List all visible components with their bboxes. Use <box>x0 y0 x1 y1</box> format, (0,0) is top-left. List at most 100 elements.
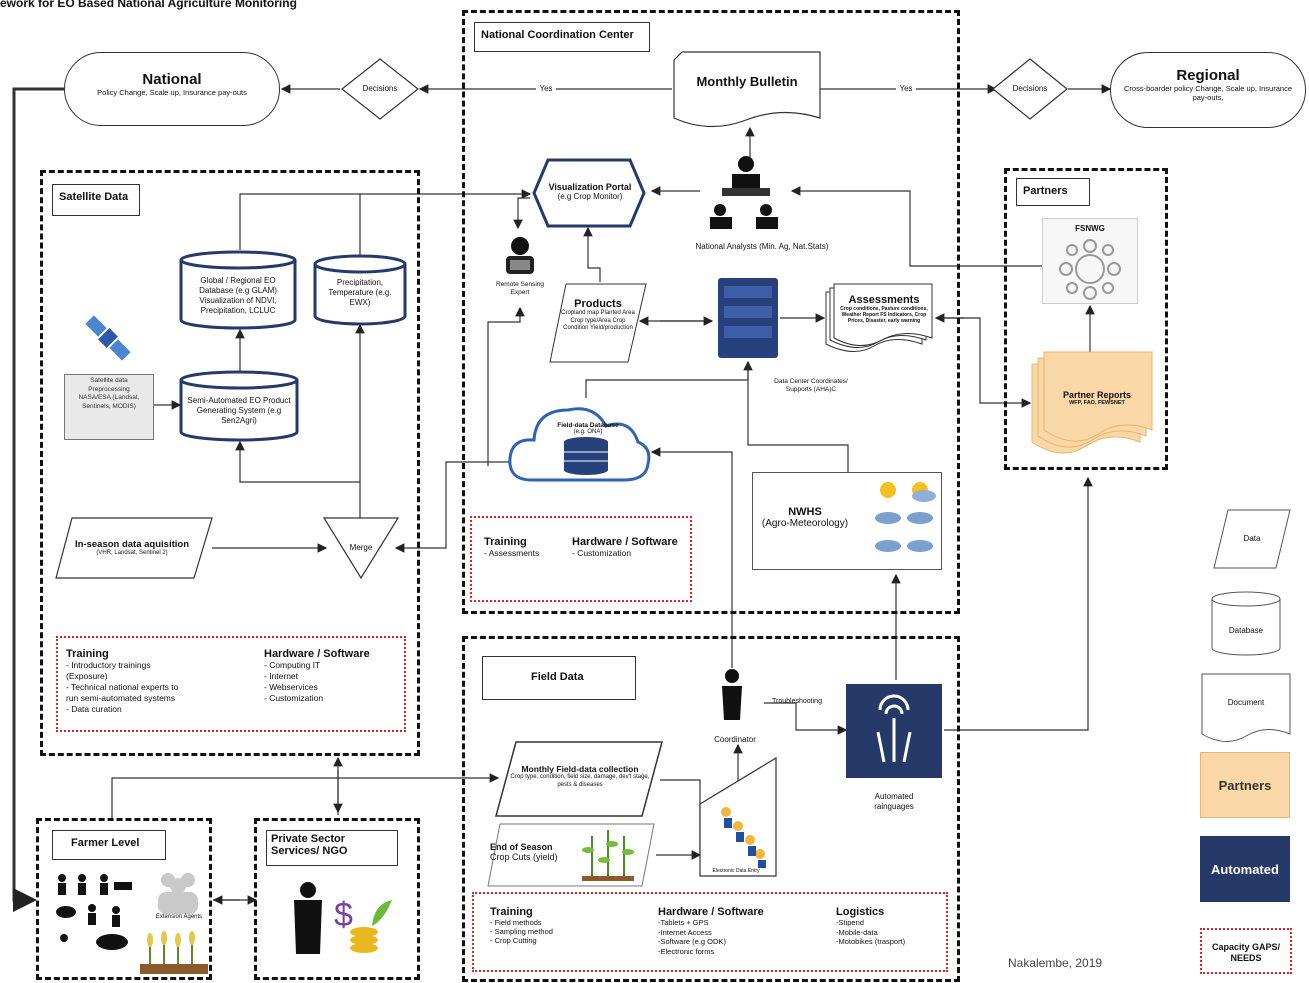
fsnwg-node <box>1042 218 1138 304</box>
private-sector-label: Private Sector Services/ NGO <box>266 830 398 866</box>
partners-label: Partners <box>1016 178 1090 206</box>
sat-training-item: (Exposure) <box>66 671 108 681</box>
field-log-item: -Mobile-data <box>836 927 878 937</box>
field-log-item: -Motobikes (trasport) <box>836 937 906 946</box>
electronic-entry-node <box>699 756 777 877</box>
farmer-container <box>36 818 212 980</box>
legend-data: Data <box>1243 534 1261 543</box>
coordinator-label: Coordinator <box>714 735 756 744</box>
visualization-portal <box>532 158 646 228</box>
legend-document-shape <box>1201 673 1291 742</box>
crop-icon <box>582 830 634 881</box>
regional-node: Regional Cross-boarder policy Change, Sc… <box>1110 52 1306 128</box>
national-subtitle: Policy Change, Scale up, Insurance pay-o… <box>97 88 247 97</box>
field-hw-item: -Electronic forms <box>658 946 715 956</box>
monthly-collection-title: Monthly Field-data collection <box>521 764 639 774</box>
credit-text: Nakalembe, 2019 <box>1008 956 1103 970</box>
ncc-container <box>462 10 960 614</box>
partner-reports-subtitle: WFP, FAO, FEWSNET <box>1069 400 1125 406</box>
legend-database-shape <box>1211 591 1281 656</box>
yes-right-label: Yes <box>896 84 916 94</box>
field-hw-item: -Tablets + GPS <box>658 918 709 927</box>
in-season-acquisition <box>55 517 213 579</box>
national-title: National <box>142 71 202 88</box>
preprocessing-text: Satellite data Preprocessing NASA/ESA (L… <box>78 377 140 410</box>
products-title: Products <box>574 298 622 310</box>
semi-auto-text: Semi-Automated EO Product Generating Sys… <box>187 396 291 425</box>
coordinator-icon <box>722 669 742 720</box>
legend-data-shape <box>1213 509 1291 569</box>
field-db-title: Field-data Database <box>557 422 619 429</box>
field-training-item: - Sampling method <box>490 927 553 936</box>
decisions-right-label: Decisions <box>1012 84 1048 93</box>
field-log-title: Logistics <box>836 906 885 918</box>
field-capacity-box <box>472 892 948 972</box>
decisions-left-diamond <box>341 58 419 120</box>
analysts-label: National Analysts (Min. Ag, Nat.Stats) <box>695 242 829 251</box>
eos-subtitle: Crop Cuts (yield) <box>490 852 558 862</box>
satellite-icon <box>85 315 131 361</box>
legend-document: Document <box>1227 698 1265 707</box>
sat-training-item: - Introductory trainings <box>66 660 151 670</box>
nwhs-node <box>752 472 942 570</box>
legend-capacity-box <box>1200 928 1292 974</box>
sat-training-item: - Technical national experts to <box>66 682 179 692</box>
assessments-items: Crop conditions, Pasture conditions, Wea… <box>840 306 928 324</box>
extension-agents-icon <box>158 873 198 914</box>
sat-hw-title: Hardware / Software <box>264 648 370 660</box>
satellite-container <box>40 170 420 756</box>
field-db-subtitle: (e.g. ONA) <box>573 429 603 435</box>
monthly-collection-subtitle: Crop type, condition, field size, damage… <box>510 774 650 788</box>
monthly-bulletin-label: Monthly Bulletin <box>696 74 798 89</box>
partner-reports-title: Partner Reports <box>1062 390 1132 400</box>
ncc-capacity-box <box>470 516 692 602</box>
assessments-title: Assessments <box>848 294 920 306</box>
remote-sensing-expert-icon <box>506 237 534 274</box>
crop-field-icon <box>140 931 208 974</box>
in-season-subtitle: (VHR, Landsat, Sentinel 2) <box>96 550 168 556</box>
preprocessing-node <box>64 374 154 440</box>
partners-container <box>1004 168 1168 470</box>
ncc-training-item: - Assessments <box>484 548 540 558</box>
satellite-label: Satellite Data <box>52 184 140 216</box>
remote-sensing-label: Remote Sensing Expert <box>495 281 545 296</box>
fsnwg-label: FSNWG <box>1075 224 1105 233</box>
sat-hw-item: - Internet <box>264 671 299 681</box>
ncc-training-title: Training <box>484 536 527 548</box>
decisions-right-diamond <box>992 58 1068 120</box>
svg-text:$: $ <box>334 896 353 934</box>
legend-capacity: Capacity GAPS/ NEEDS <box>1211 942 1281 963</box>
sat-hw-item: - Customization <box>264 693 324 703</box>
field-container <box>462 636 960 982</box>
monthly-collection-node <box>495 741 663 817</box>
group-icon <box>1059 239 1121 300</box>
assessments-doc-stack <box>825 283 933 352</box>
semi-automated-system <box>179 370 299 442</box>
analysts-icon <box>710 156 778 229</box>
field-database-cloud <box>508 407 651 482</box>
field-training-item: - Field methods <box>490 918 542 927</box>
national-node: National Policy Change, Scale up, Insura… <box>64 52 280 126</box>
sat-hw-item: - Computing IT <box>264 660 321 670</box>
monthly-bulletin-doc <box>673 51 821 128</box>
business-money-icon: $ <box>294 882 392 954</box>
troubleshooting-label: Troubleshooting <box>772 698 822 705</box>
portal-title: Visualization Portal <box>548 182 632 192</box>
farmer-label: Farmer Level <box>52 830 166 860</box>
yes-left-label: Yes <box>536 84 556 94</box>
rainguages-label: Automated rainguages <box>874 792 914 811</box>
products-node <box>549 283 647 363</box>
satellite-capacity-box <box>56 636 406 732</box>
global-eo-database <box>179 250 297 330</box>
field-hw-item: -Software (e.g ODK) <box>658 937 726 946</box>
decisions-left-label: Decisions <box>362 84 398 93</box>
nwhs-title: NWHS <box>788 506 822 518</box>
end-of-season-node <box>487 823 655 887</box>
weather-icons <box>875 482 936 552</box>
field-label: Field Data <box>482 656 636 700</box>
farmers-icon <box>56 874 132 950</box>
merge-label: Merge <box>349 543 373 552</box>
in-season-title: In-season data aquisition <box>74 539 190 550</box>
server-icon <box>718 278 778 358</box>
regional-subtitle: Cross-boarder policy Change, Scale up, I… <box>1123 84 1292 102</box>
